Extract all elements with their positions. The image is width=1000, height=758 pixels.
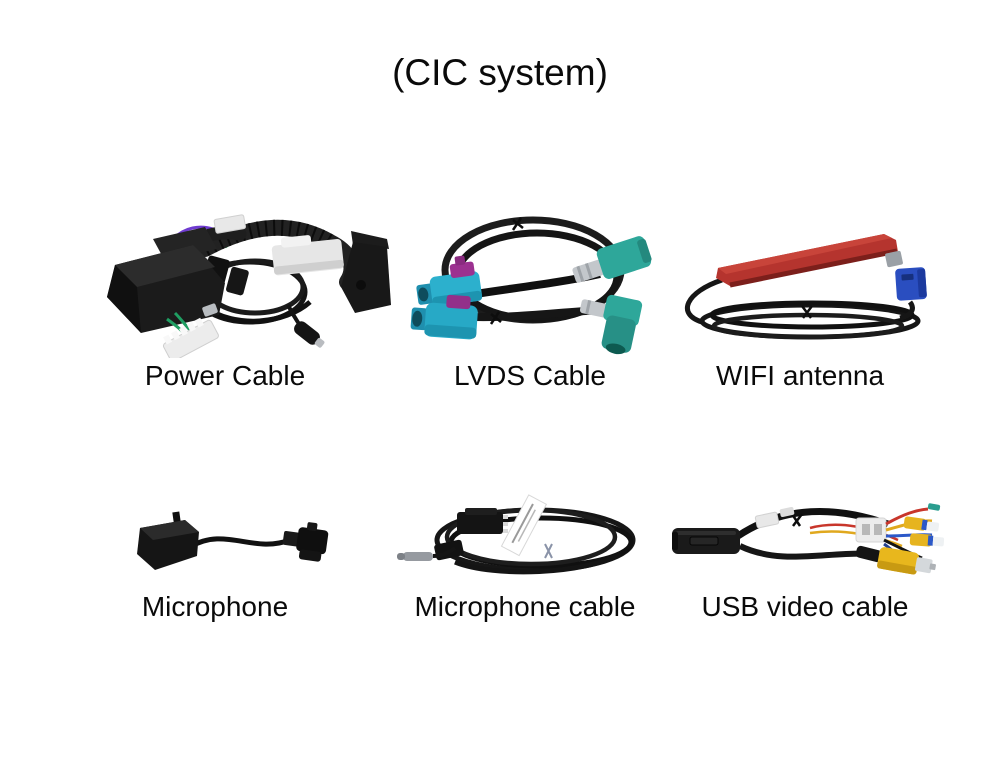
product-lvds-cable: LVDS Cable [395, 198, 665, 391]
product-power-cable: Power Cable [55, 186, 395, 391]
power-cable-harness-illustration [107, 214, 391, 358]
product-label-usb-video-cable: USB video cable [701, 591, 909, 622]
lvds-cable-coil-illustration [410, 216, 652, 355]
wifi-antenna-illustration [684, 234, 927, 340]
microphone-cable-coil-illustration [397, 494, 636, 575]
product-label-wifi-antenna: WIFI antenna [715, 360, 885, 391]
product-wifi-antenna: WIFI antenna [660, 218, 940, 391]
product-microphone-cable: Microphone cable [395, 482, 655, 622]
product-label-microphone: Microphone [141, 591, 289, 622]
product-usb-video-cable: USB video cable [660, 484, 950, 622]
page-title: (CIC system) [392, 52, 608, 93]
product-label-power-cable: Power Cable [144, 360, 306, 391]
product-label-lvds-cable: LVDS Cable [453, 360, 606, 391]
product-label-microphone-cable: Microphone cable [414, 591, 636, 622]
product-microphone: Microphone [85, 490, 345, 622]
microphone-illustration [137, 511, 329, 570]
usb-video-cable-illustration [672, 503, 945, 575]
